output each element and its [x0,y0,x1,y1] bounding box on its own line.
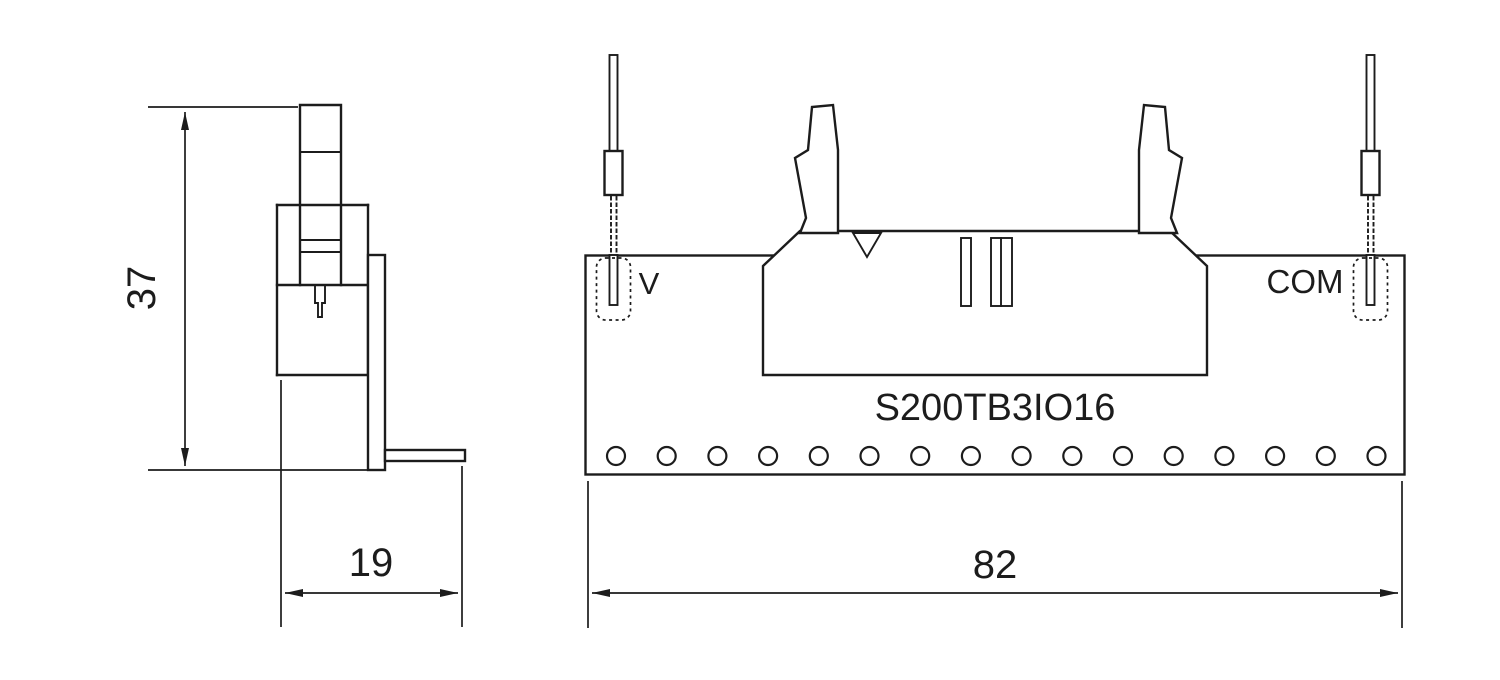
left-terminal-pin [608,254,619,306]
front-view-width-dimension: 82 [587,481,1403,628]
width-dimension-label: 19 [349,541,394,585]
terminal-hole [707,445,728,467]
terminal-hole [1011,445,1032,467]
left-latch [793,103,840,235]
left-ferrule [603,149,624,197]
key-slot-left [960,237,972,307]
housing-outline [761,229,1209,377]
terminal-hole [1214,445,1235,467]
side-view-height-dimension: 37 [120,112,189,466]
terminal-hole [605,445,627,467]
terminal-hole [1112,445,1134,467]
terminal-hole [960,445,982,467]
right-pin-label: COM [1267,263,1344,300]
terminal-hole [1366,445,1387,467]
terminal-hole [808,445,829,467]
terminal-hole [1264,445,1286,467]
body-notch [314,286,326,318]
side-view [148,103,467,472]
terminal-hole [757,445,779,467]
mounting-plate [366,253,387,472]
terminal-hole [910,445,931,467]
side-view-width-dimension: 19 [280,380,463,627]
part-number-label: S200TB3IO16 [875,387,1116,429]
terminal-holes [605,445,1387,467]
connector-housing [761,103,1209,377]
left-pin-outline-dotted [595,257,632,321]
left-wire-assembly [595,54,632,321]
terminal-hole [1315,445,1336,467]
terminal-hole [1062,445,1083,467]
right-latch [1137,103,1184,235]
terminal-hole [656,445,677,467]
right-wire [1365,54,1376,152]
left-wire [608,54,619,152]
front-dimension-label: 82 [973,543,1018,587]
right-pin-outline-dotted [1352,257,1389,321]
right-terminal-pin [1365,254,1376,306]
polarity-notch [851,232,883,259]
solder-pin [383,448,467,463]
terminal-hole [1163,445,1184,467]
height-dimension-label: 37 [120,266,164,311]
plug-column [298,103,343,287]
right-wire-assembly [1352,54,1389,321]
front-view: V COM S200TB3IO16 [584,54,1406,476]
left-pin-label: V [639,266,660,301]
right-ferrule [1360,149,1381,197]
terminal-hole [859,445,880,467]
